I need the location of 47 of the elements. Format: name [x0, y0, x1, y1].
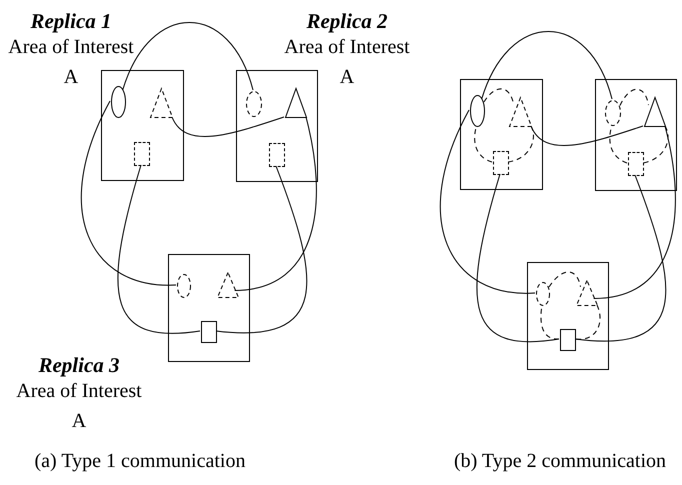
triangle-symbol — [576, 280, 598, 306]
square-symbol — [493, 151, 509, 175]
square-symbol — [628, 152, 644, 176]
curved-line — [574, 174, 666, 342]
dashed-curve — [548, 271, 581, 288]
curved-line — [80, 100, 176, 286]
square-symbol — [201, 321, 217, 343]
dashed-curve — [508, 126, 534, 162]
replica-box — [595, 79, 677, 191]
ellipse-symbol — [470, 95, 485, 127]
triangle-symbol — [644, 97, 666, 127]
dashed-curve — [574, 304, 601, 340]
curved-line — [216, 166, 308, 334]
ellipse-symbol — [111, 86, 126, 118]
ellipse-symbol — [177, 274, 191, 298]
area-label: Area of Interest A — [7, 35, 135, 90]
replica-title: Replica 2 — [305, 9, 389, 33]
square-symbol — [134, 142, 150, 166]
replica-title: Replica 1 — [29, 9, 113, 33]
curved-line — [234, 116, 317, 291]
triangle-symbol — [509, 97, 532, 127]
area-label: Area of Interest A — [283, 35, 411, 90]
curved-line — [481, 30, 612, 100]
dashed-curve — [620, 88, 649, 106]
panel-caption: (a) Type 1 communication — [34, 450, 246, 473]
curved-line — [530, 126, 644, 146]
curved-line — [172, 116, 284, 137]
ellipse-symbol — [605, 100, 621, 126]
triangle-symbol — [217, 272, 239, 298]
dashed-curve — [642, 126, 669, 164]
curved-line — [476, 174, 560, 342]
square-symbol — [560, 329, 576, 351]
curved-line — [118, 164, 200, 334]
ellipse-symbol — [246, 91, 262, 117]
replica-title: Replica 3 — [37, 353, 121, 377]
curved-line — [593, 126, 676, 299]
curved-line — [122, 22, 254, 90]
triangle-symbol — [150, 88, 173, 118]
dashed-curve — [609, 124, 628, 164]
curved-line — [440, 110, 536, 294]
replica-box — [460, 79, 543, 190]
replica-box — [527, 262, 609, 370]
square-symbol — [269, 143, 285, 167]
triangle-symbol — [285, 88, 307, 118]
ellipse-symbol — [536, 282, 550, 306]
area-label: Area of Interest A — [15, 379, 143, 434]
panel-caption: (b) Type 2 communication — [452, 450, 668, 473]
